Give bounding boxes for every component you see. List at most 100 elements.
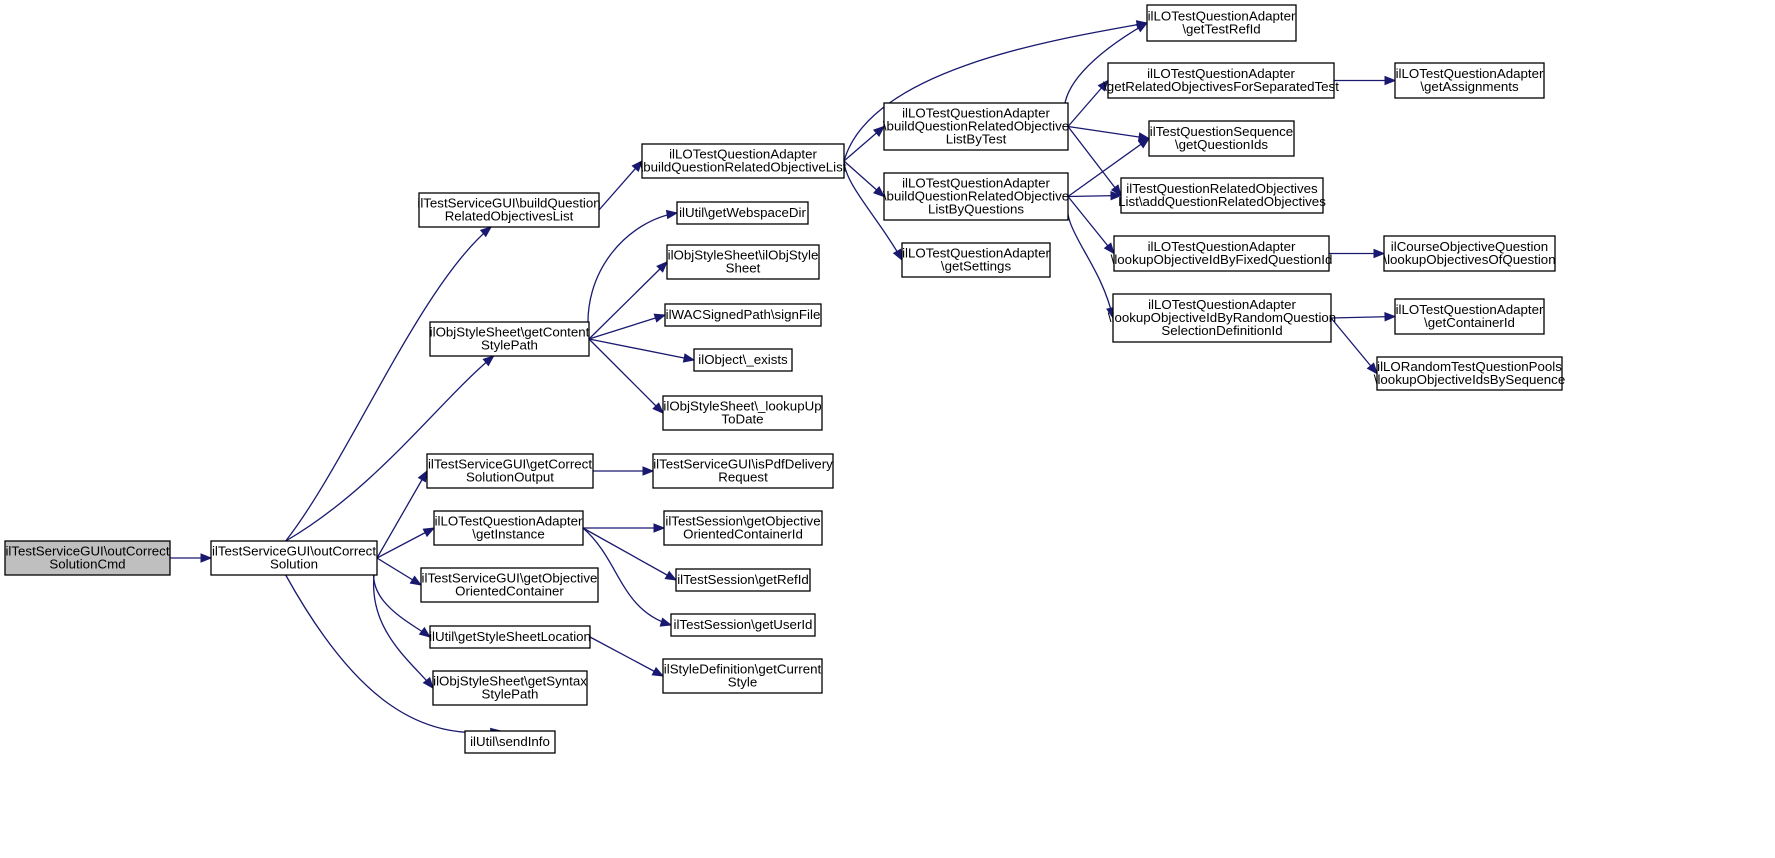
edge-n0-n1: [170, 553, 213, 563]
graph-node[interactable]: ilLORandomTestQuestionPools\lookupObject…: [1374, 356, 1565, 391]
edge-n22-n27: [1067, 190, 1123, 201]
arrowhead-icon: [479, 226, 493, 238]
edge-n2-n10: [598, 159, 643, 211]
arrowhead-icon: [409, 575, 423, 586]
arrowhead-icon: [873, 185, 886, 198]
node-label-line: ilTestServiceGUI\buildQuestion: [417, 196, 600, 211]
edge-n21-n26: [1067, 125, 1151, 142]
edge-n5-n19: [582, 527, 673, 627]
node-label-line: ilWACSignedPath\signFile: [666, 307, 821, 322]
edge-line: [1067, 126, 1122, 196]
graph-node[interactable]: ilTestServiceGUI\getCorrectSolutionOutpu…: [426, 453, 594, 489]
arrowhead-icon: [682, 353, 696, 363]
edge-n5-n18: [582, 527, 678, 581]
node-label-line: SolutionOutput: [466, 470, 554, 485]
graph-node[interactable]: ilLOTestQuestionAdapter\getRelatedObject…: [1103, 62, 1339, 99]
edge-line: [1330, 317, 1378, 374]
node-box: [901, 242, 1051, 278]
graph-node[interactable]: ilLOTestQuestionAdapter\buildQuestionRel…: [640, 143, 847, 179]
node-label-line: ilLOTestQuestionAdapter: [1396, 302, 1544, 317]
edge-line: [1067, 196, 1115, 254]
graph-node[interactable]: ilLOTestQuestionAdapter\getAssignments: [1394, 62, 1545, 99]
graph-node[interactable]: ilWACSignedPath\signFile: [664, 303, 822, 327]
graph-node[interactable]: ilTestServiceGUI\buildQuestionRelatedObj…: [417, 192, 601, 228]
node-label-line: OrientedContainerId: [683, 527, 803, 542]
edge-n1-n8: [372, 557, 434, 690]
node-label-line: ilTestSession\getUserId: [674, 617, 813, 632]
node-label-line: ListByTest: [946, 132, 1007, 147]
arrowhead-icon: [1137, 137, 1151, 149]
graph-node[interactable]: ilLOTestQuestionAdapter\getTestRefId: [1146, 4, 1297, 42]
arrowhead-icon: [631, 159, 643, 173]
edge-line: [1066, 196, 1114, 319]
arrowhead-icon: [1110, 190, 1123, 201]
node-label-line: List\addQuestionRelatedObjectives: [1118, 194, 1326, 209]
graph-node[interactable]: ilTestSession\getObjectiveOrientedContai…: [663, 510, 823, 546]
node-box: [641, 143, 845, 179]
node-box: [1394, 62, 1545, 99]
graph-node[interactable]: ilTestQuestionSequence\getQuestionIds: [1148, 120, 1295, 157]
edge-n4-n16: [593, 466, 655, 476]
node-box: [675, 568, 811, 592]
graph-node[interactable]: ilUtil\getStyleSheetLocation: [429, 625, 591, 649]
graph-node[interactable]: ilLOTestQuestionAdapter\getContainerId: [1394, 298, 1545, 335]
arrowhead-icon: [1135, 22, 1149, 33]
node-label-line: ilLOTestQuestionAdapter: [435, 514, 583, 529]
graph-node[interactable]: ilLOTestQuestionAdapter\lookupObjectiveI…: [1111, 235, 1333, 272]
arrowhead-icon: [665, 209, 679, 220]
graph-node[interactable]: ilTestSession\getUserId: [670, 613, 816, 637]
node-label-line: ilLOTestQuestionAdapter: [669, 147, 817, 162]
edge-line: [589, 636, 664, 677]
node-box: [1148, 120, 1295, 157]
node-label-line: \getQuestionIds: [1175, 137, 1268, 152]
node-label-line: SolutionCmd: [49, 557, 125, 572]
graph-node[interactable]: ilCourseObjectiveQuestion\lookupObjectiv…: [1383, 235, 1556, 272]
node-label-line: ilCourseObjectiveQuestion: [1391, 239, 1548, 254]
graph-node[interactable]: ilUtil\getWebspaceDir: [676, 201, 809, 225]
graph-node[interactable]: ilLOTestQuestionAdapter\getSettings: [901, 242, 1051, 278]
node-box: [662, 658, 823, 694]
node-box: [429, 321, 590, 357]
graph-node[interactable]: ilLOTestQuestionAdapter\buildQuestionRel…: [883, 172, 1069, 221]
graph-node[interactable]: ilLOTestQuestionAdapter\lookupObjectiveI…: [1108, 293, 1336, 343]
graph-node[interactable]: ilObject\_exists: [693, 348, 793, 372]
node-label-line: \buildQuestionRelatedObjective: [883, 189, 1069, 204]
edge-n29-n32: [1330, 312, 1397, 322]
arrowhead-icon: [1103, 242, 1115, 255]
node-box: [693, 348, 793, 372]
node-box: [664, 303, 822, 327]
node-label-line: StylePath: [482, 687, 539, 702]
node-box: [420, 567, 599, 603]
graph-node[interactable]: ilUtil\sendInfo: [464, 730, 556, 754]
node-box: [883, 172, 1069, 221]
node-label-line: ilTestServiceGUI\getObjective: [422, 571, 598, 586]
graph-node[interactable]: ilTestServiceGUI\getObjectiveOrientedCon…: [420, 567, 599, 603]
graph-node[interactable]: ilObjStyleSheet\ilObjStyleSheet: [666, 244, 820, 280]
node-box: [1120, 177, 1324, 214]
node-label-line: \getInstance: [472, 527, 544, 542]
edge-n3-n15: [588, 338, 664, 414]
graph-node[interactable]: ilLOTestQuestionAdapter\getInstance: [433, 510, 584, 546]
node-box: [418, 192, 600, 228]
arrowhead-icon: [653, 313, 667, 323]
graph-node[interactable]: ilLOTestQuestionAdapter\buildQuestionRel…: [883, 102, 1069, 151]
graph-node[interactable]: ilTestSession\getRefId: [675, 568, 811, 592]
arrowhead-icon: [482, 355, 495, 367]
graph-node[interactable]: ilTestQuestionRelatedObjectivesList\addQ…: [1118, 177, 1326, 214]
node-label-line: ilUtil\sendInfo: [470, 734, 550, 749]
edge-n10-n22: [843, 160, 886, 198]
node-label-line: \lookupObjectivesOfQuestion: [1383, 252, 1555, 267]
node-box: [1383, 235, 1556, 272]
node-box: [1113, 235, 1330, 272]
node-label-line: ilObjStyleSheet\getSyntax: [433, 674, 587, 689]
node-label-line: \getContainerId: [1424, 315, 1515, 330]
edge-n1-n6: [376, 557, 423, 586]
